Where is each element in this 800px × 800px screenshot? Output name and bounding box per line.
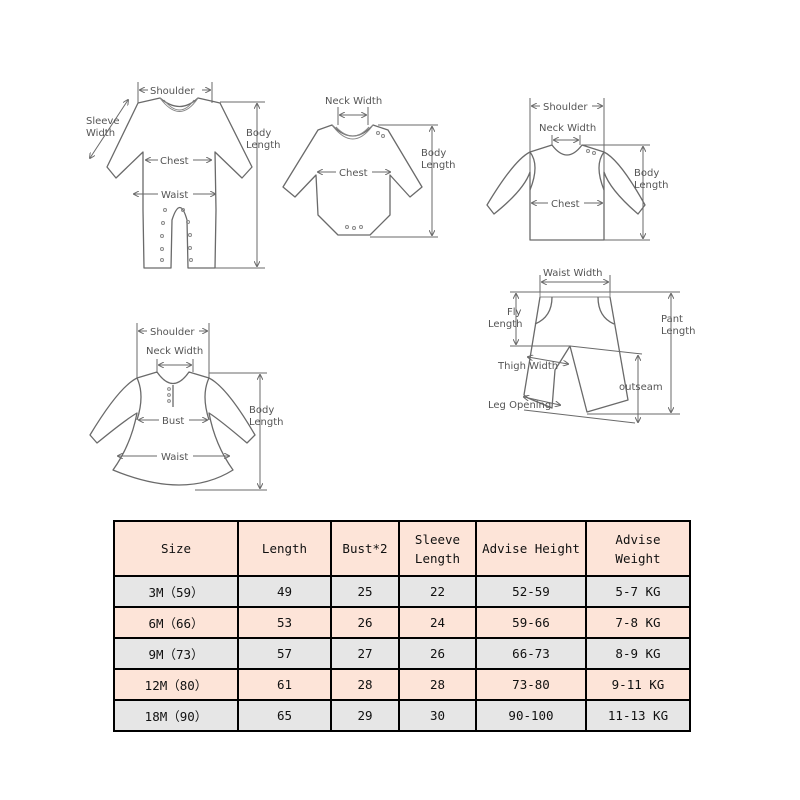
cell-bust: 27 (330, 637, 400, 670)
pants-diagram: Waist Width Fly Length outseam Thigh Wid… (480, 260, 700, 430)
cell-sleeve: 30 (398, 699, 477, 732)
dress-waist-label: Waist (161, 452, 188, 463)
header-size: Size (113, 520, 239, 577)
table-row: 6M（66） 53 26 24 59-66 7-8 KG (113, 606, 691, 639)
cell-weight: 8-9 KG (585, 637, 691, 670)
header-bust: Bust*2 (330, 520, 400, 577)
dress-bust-label: Bust (162, 416, 184, 427)
shirt-body-length-label: Body (634, 168, 659, 179)
cell-bust: 25 (330, 575, 400, 608)
pants-fly-length-label-2: Length (488, 319, 523, 330)
bodysuit-chest-label: Chest (339, 168, 368, 179)
shirt-chest-label: Chest (551, 199, 580, 210)
shirt-diagram: Shoulder Neck Width Chest Body Length (480, 90, 680, 250)
table-row: 18M（90） 65 29 30 90-100 11-13 KG (113, 699, 691, 732)
romper-waist-label: Waist (161, 190, 188, 201)
header-length: Length (237, 520, 332, 577)
cell-height: 90-100 (475, 699, 587, 732)
pants-waist-width-label: Waist Width (543, 268, 603, 279)
shirt-body-length-label-2: Length (634, 180, 669, 191)
dress-diagram: Shoulder Neck Width Bust Waist Body Leng… (85, 315, 295, 500)
cell-length: 49 (237, 575, 332, 608)
cell-sleeve: 22 (398, 575, 477, 608)
pants-thigh-width-label: Thigh Width (497, 361, 558, 372)
cell-weight: 11-13 KG (585, 699, 691, 732)
dress-body-length-label-2: Length (249, 417, 284, 428)
cell-size: 18M（90） (113, 699, 239, 732)
romper-shoulder-label: Shoulder (150, 86, 195, 97)
pants-outseam-label: outseam (619, 382, 663, 393)
cell-length: 53 (237, 606, 332, 639)
pants-pant-length-label-2: Length (661, 326, 696, 337)
cell-length: 57 (237, 637, 332, 670)
cell-size: 12M（80） (113, 668, 239, 701)
cell-length: 65 (237, 699, 332, 732)
dress-neck-width-label: Neck Width (146, 346, 203, 357)
cell-weight: 5-7 KG (585, 575, 691, 608)
cell-sleeve: 24 (398, 606, 477, 639)
cell-bust: 26 (330, 606, 400, 639)
cell-weight: 7-8 KG (585, 606, 691, 639)
dress-shoulder-label: Shoulder (150, 327, 195, 338)
cell-bust: 28 (330, 668, 400, 701)
cell-size: 3M（59） (113, 575, 239, 608)
cell-bust: 29 (330, 699, 400, 732)
bodysuit-neck-width-label: Neck Width (325, 96, 382, 107)
cell-height: 73-80 (475, 668, 587, 701)
romper-body-length-label-2: Length (246, 140, 281, 151)
pants-fly-length-label: Fly (507, 307, 522, 318)
cell-size: 6M（66） (113, 606, 239, 639)
pants-pant-length-label: Pant (661, 314, 683, 325)
cell-size: 9M（73） (113, 637, 239, 670)
romper-sleeve-width-label-2: Width (86, 128, 115, 139)
table-row: 12M（80） 61 28 28 73-80 9-11 KG (113, 668, 691, 701)
bodysuit-body-length-label: Body (421, 148, 446, 159)
cell-height: 52-59 (475, 575, 587, 608)
romper-sleeve-width-label: Sleeve (86, 116, 120, 127)
bodysuit-body-length-label-2: Length (421, 160, 456, 171)
pants-leg-opening-label: Leg Opening (488, 400, 551, 411)
table-row: 3M（59） 49 25 22 52-59 5-7 KG (113, 575, 691, 608)
header-advise-height: Advise Height (475, 520, 587, 577)
cell-sleeve: 28 (398, 668, 477, 701)
cell-length: 61 (237, 668, 332, 701)
cell-weight: 9-11 KG (585, 668, 691, 701)
cell-height: 59-66 (475, 606, 587, 639)
table-row: 9M（73） 57 27 26 66-73 8-9 KG (113, 637, 691, 670)
dress-body-length-label: Body (249, 405, 274, 416)
shirt-neck-width-label: Neck Width (539, 123, 596, 134)
romper-chest-label: Chest (160, 156, 189, 167)
cell-height: 66-73 (475, 637, 587, 670)
romper-diagram: Shoulder Sleeve Width Chest Waist Body L… (80, 70, 281, 280)
shirt-shoulder-label: Shoulder (543, 102, 588, 113)
romper-body-length-label: Body (246, 128, 271, 139)
bodysuit-diagram: Neck Width Chest Body Length (270, 85, 470, 245)
cell-sleeve: 26 (398, 637, 477, 670)
